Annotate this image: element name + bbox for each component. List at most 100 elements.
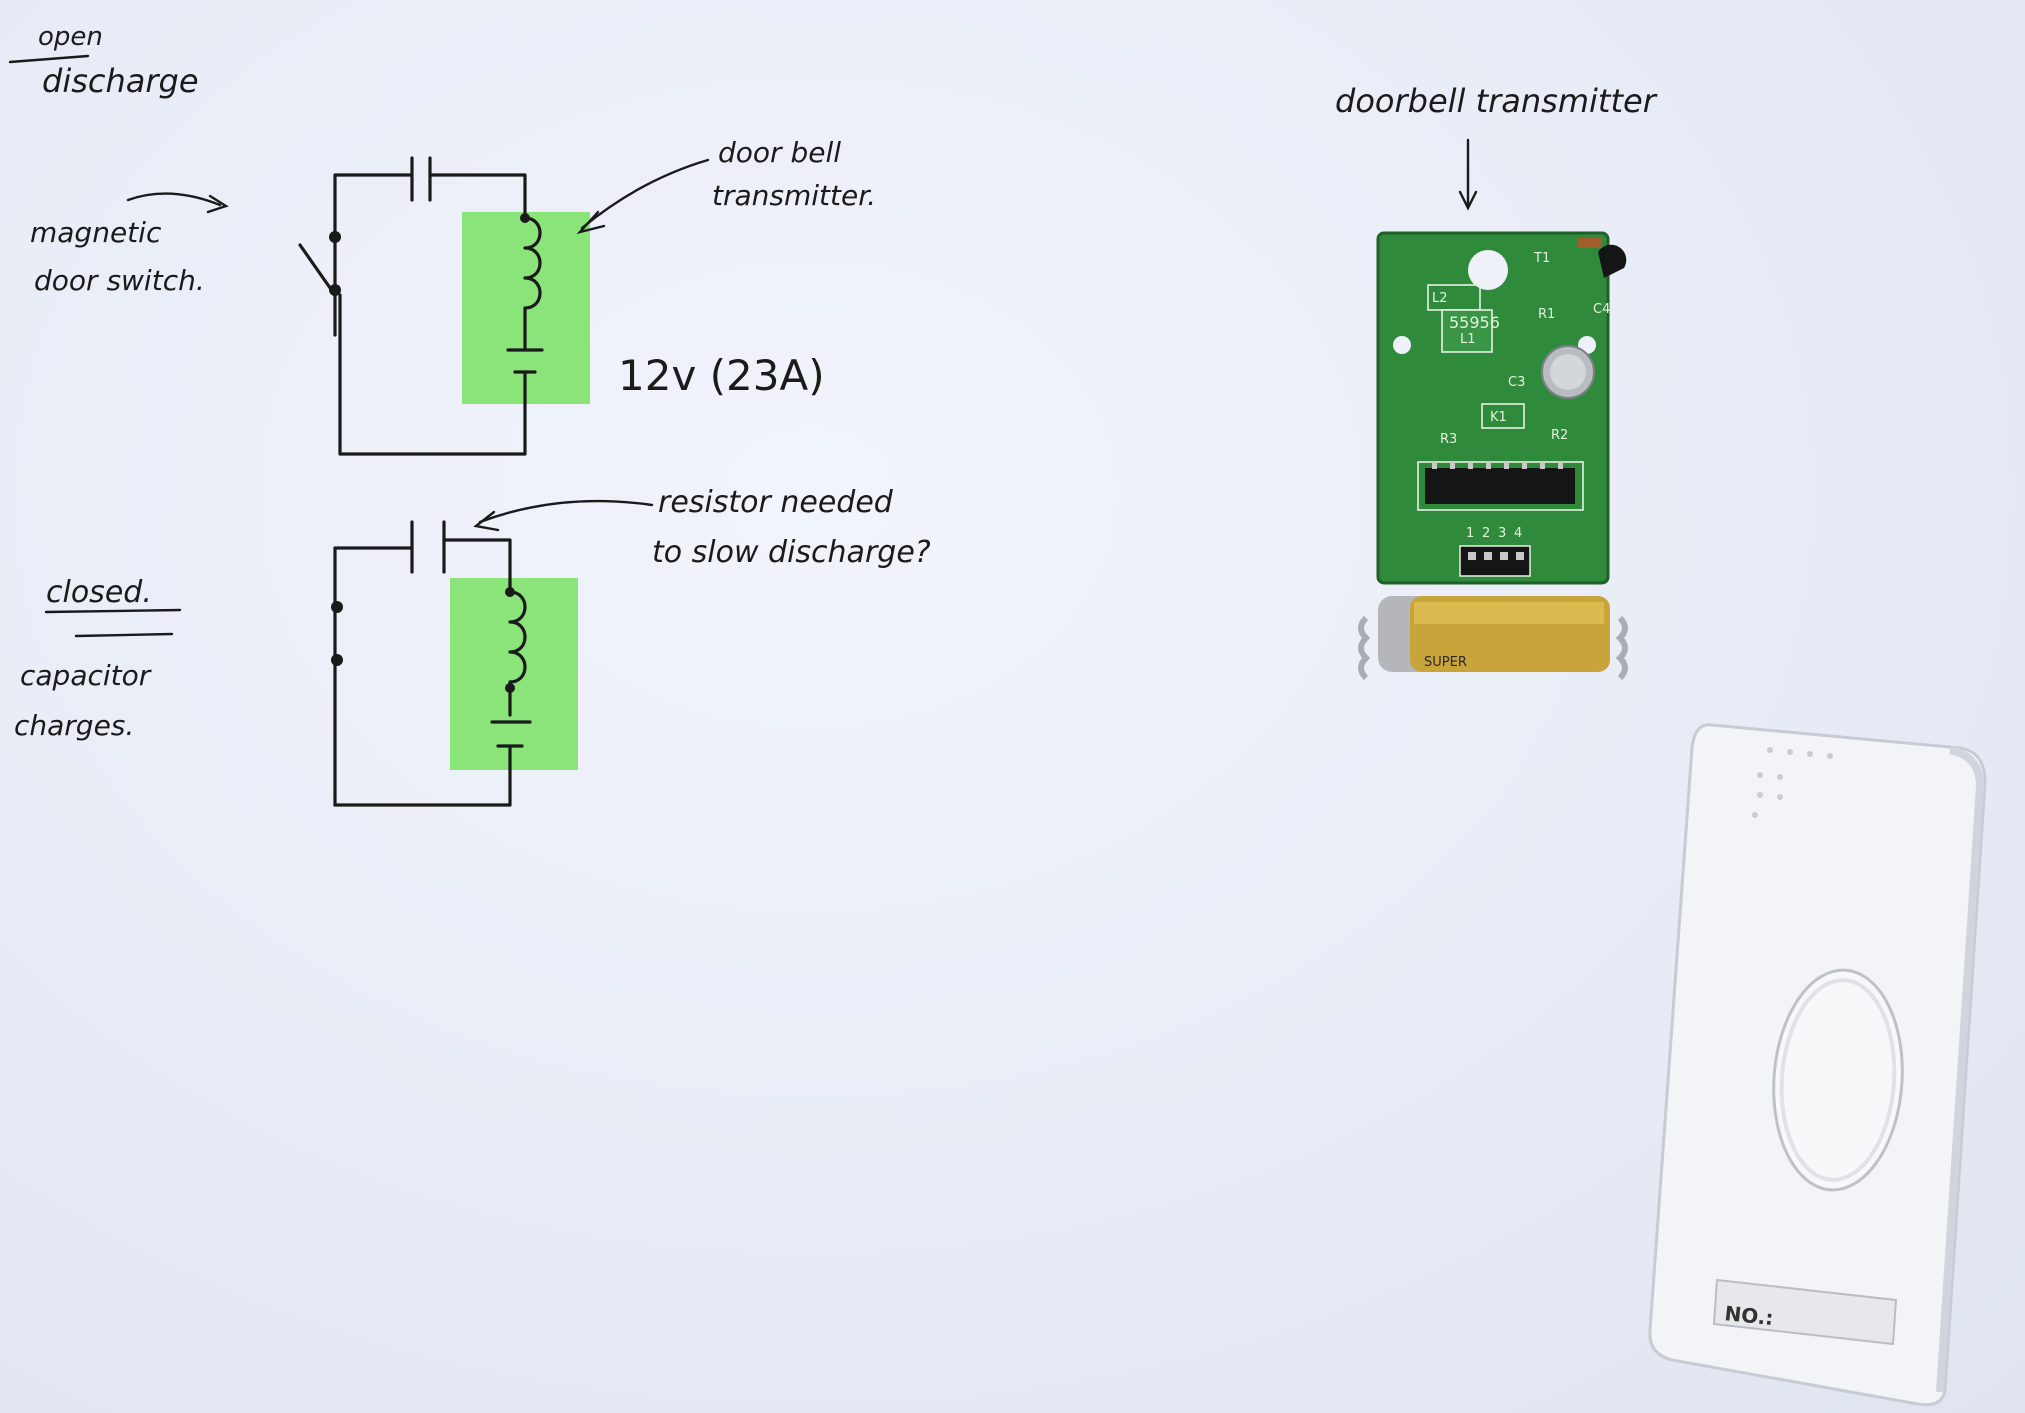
mounting-hole-small — [1393, 336, 1411, 354]
node-dot — [505, 587, 515, 597]
bell-push-button — [1772, 968, 1904, 1192]
wire-top-left — [333, 173, 414, 337]
switch-contact-top — [331, 601, 343, 613]
header-pin — [1500, 552, 1508, 560]
silk-l1: L1 — [1460, 332, 1476, 347]
highlight-transmitter-bottom — [450, 578, 578, 770]
wire-top-right — [442, 538, 512, 594]
resistor-line1: resistor needed — [658, 485, 894, 520]
circuit-open — [298, 156, 590, 456]
arrow-head-icon — [206, 194, 229, 214]
crystal-can-top — [1550, 354, 1586, 390]
ic-pin — [1486, 462, 1491, 469]
ic-pin — [1540, 462, 1545, 469]
silk-k1: K1 — [1490, 410, 1507, 425]
node-dot — [520, 213, 530, 223]
photo-caption-label: doorbell transmitter — [1335, 82, 1658, 120]
pointer-line — [580, 158, 710, 230]
door-switch-label: door switch. — [34, 264, 205, 297]
capacitor-label: capacitor — [20, 659, 152, 692]
silk-r1: R1 — [1538, 307, 1555, 322]
pointer-arrow — [126, 192, 222, 207]
circuit-closed — [331, 520, 578, 807]
arrow-head-icon — [1458, 190, 1478, 211]
ic-pin — [1450, 462, 1455, 469]
spring-left — [1358, 615, 1371, 681]
pin-label-2: 2 — [1482, 526, 1490, 541]
wire-top-right — [428, 173, 527, 220]
silk-r2: R2 — [1551, 428, 1568, 443]
open-discharge-note: open discharge — [8, 22, 199, 100]
door-bell-label: door bell — [718, 136, 841, 169]
vent-hole — [1767, 747, 1773, 753]
mounting-hole — [1468, 250, 1508, 290]
silk-c3: C3 — [1508, 375, 1525, 390]
ic-chip — [1425, 468, 1575, 504]
pointer-line — [478, 499, 654, 524]
arrow-head-icon — [576, 210, 606, 235]
wire-bottom — [333, 744, 512, 807]
charges-label: charges. — [14, 709, 134, 742]
door-bell-transmitter-note: door bell transmitter. — [576, 136, 876, 235]
vent-hole — [1777, 774, 1783, 780]
header-pin — [1468, 552, 1476, 560]
l1-block — [1441, 309, 1493, 353]
magnetic-label: magnetic — [30, 216, 162, 249]
closed-note: closed. capacitor charges. — [14, 575, 182, 742]
vent-hole — [1827, 753, 1833, 759]
fraction-line — [8, 54, 90, 64]
inductor-coil-bottom — [508, 590, 527, 717]
battery-shine — [1414, 602, 1604, 624]
header-pin — [1516, 552, 1524, 560]
silk-c4: C4 — [1593, 302, 1610, 317]
ic-pin — [1432, 462, 1437, 469]
switch-blade-open — [298, 243, 337, 297]
housing-side-shade — [1936, 746, 1985, 1393]
vent-hole — [1757, 792, 1763, 798]
header-pin — [1484, 552, 1492, 560]
pcb-edge — [1376, 231, 1610, 585]
k1-outline — [1481, 403, 1525, 429]
underline-1 — [44, 608, 182, 614]
pin-label-1: 1 — [1466, 526, 1474, 541]
label-plate — [1712, 1278, 1898, 1346]
jumper-header — [1459, 545, 1531, 577]
discharge-label: discharge — [42, 62, 199, 100]
voltage-label: 12v (23A) — [618, 351, 825, 400]
vent-hole — [1787, 749, 1793, 755]
resistor-note: resistor needed to slow discharge? — [473, 485, 931, 570]
pin-label-3: 3 — [1498, 526, 1506, 541]
silk-l2: L2 — [1432, 291, 1448, 306]
arrow-head-icon — [473, 510, 500, 532]
open-label: open — [38, 22, 103, 52]
magnetic-switch-note: magnetic door switch. — [30, 192, 229, 297]
button-inner-rim — [1779, 978, 1897, 1182]
spring-right — [1615, 615, 1628, 681]
silk-r3: R3 — [1440, 432, 1457, 447]
battery-23a: SUPER — [1358, 596, 1628, 681]
closed-label: closed. — [46, 575, 152, 610]
silk-t1: T1 — [1533, 251, 1550, 266]
transistor — [1598, 244, 1627, 278]
wire-bottom — [338, 293, 527, 456]
node-dot — [505, 683, 515, 693]
battery-brand: SUPER — [1424, 655, 1467, 670]
photo-caption: doorbell transmitter — [1335, 82, 1658, 211]
ic-pin — [1468, 462, 1473, 469]
label-plate-text: NO.: — [1723, 1301, 1774, 1330]
doorbell-push-unit: NO.: — [1648, 723, 1987, 1407]
vent-hole — [1807, 751, 1813, 757]
vent-hole — [1777, 794, 1783, 800]
vent-hole — [1752, 812, 1758, 818]
vent-hole — [1757, 772, 1763, 778]
ic-pin — [1558, 462, 1563, 469]
switch-contact-top — [329, 231, 341, 243]
ic-outline — [1417, 461, 1584, 511]
pcb-board: L2 T1 R1 C4 L1 C3 K1 R3 R2 55956 — [1376, 231, 1627, 585]
wire-top-left — [333, 546, 414, 807]
resistor-part — [1578, 238, 1602, 248]
ic-pin — [1522, 462, 1527, 469]
resistor-line2: to slow discharge? — [652, 535, 931, 570]
